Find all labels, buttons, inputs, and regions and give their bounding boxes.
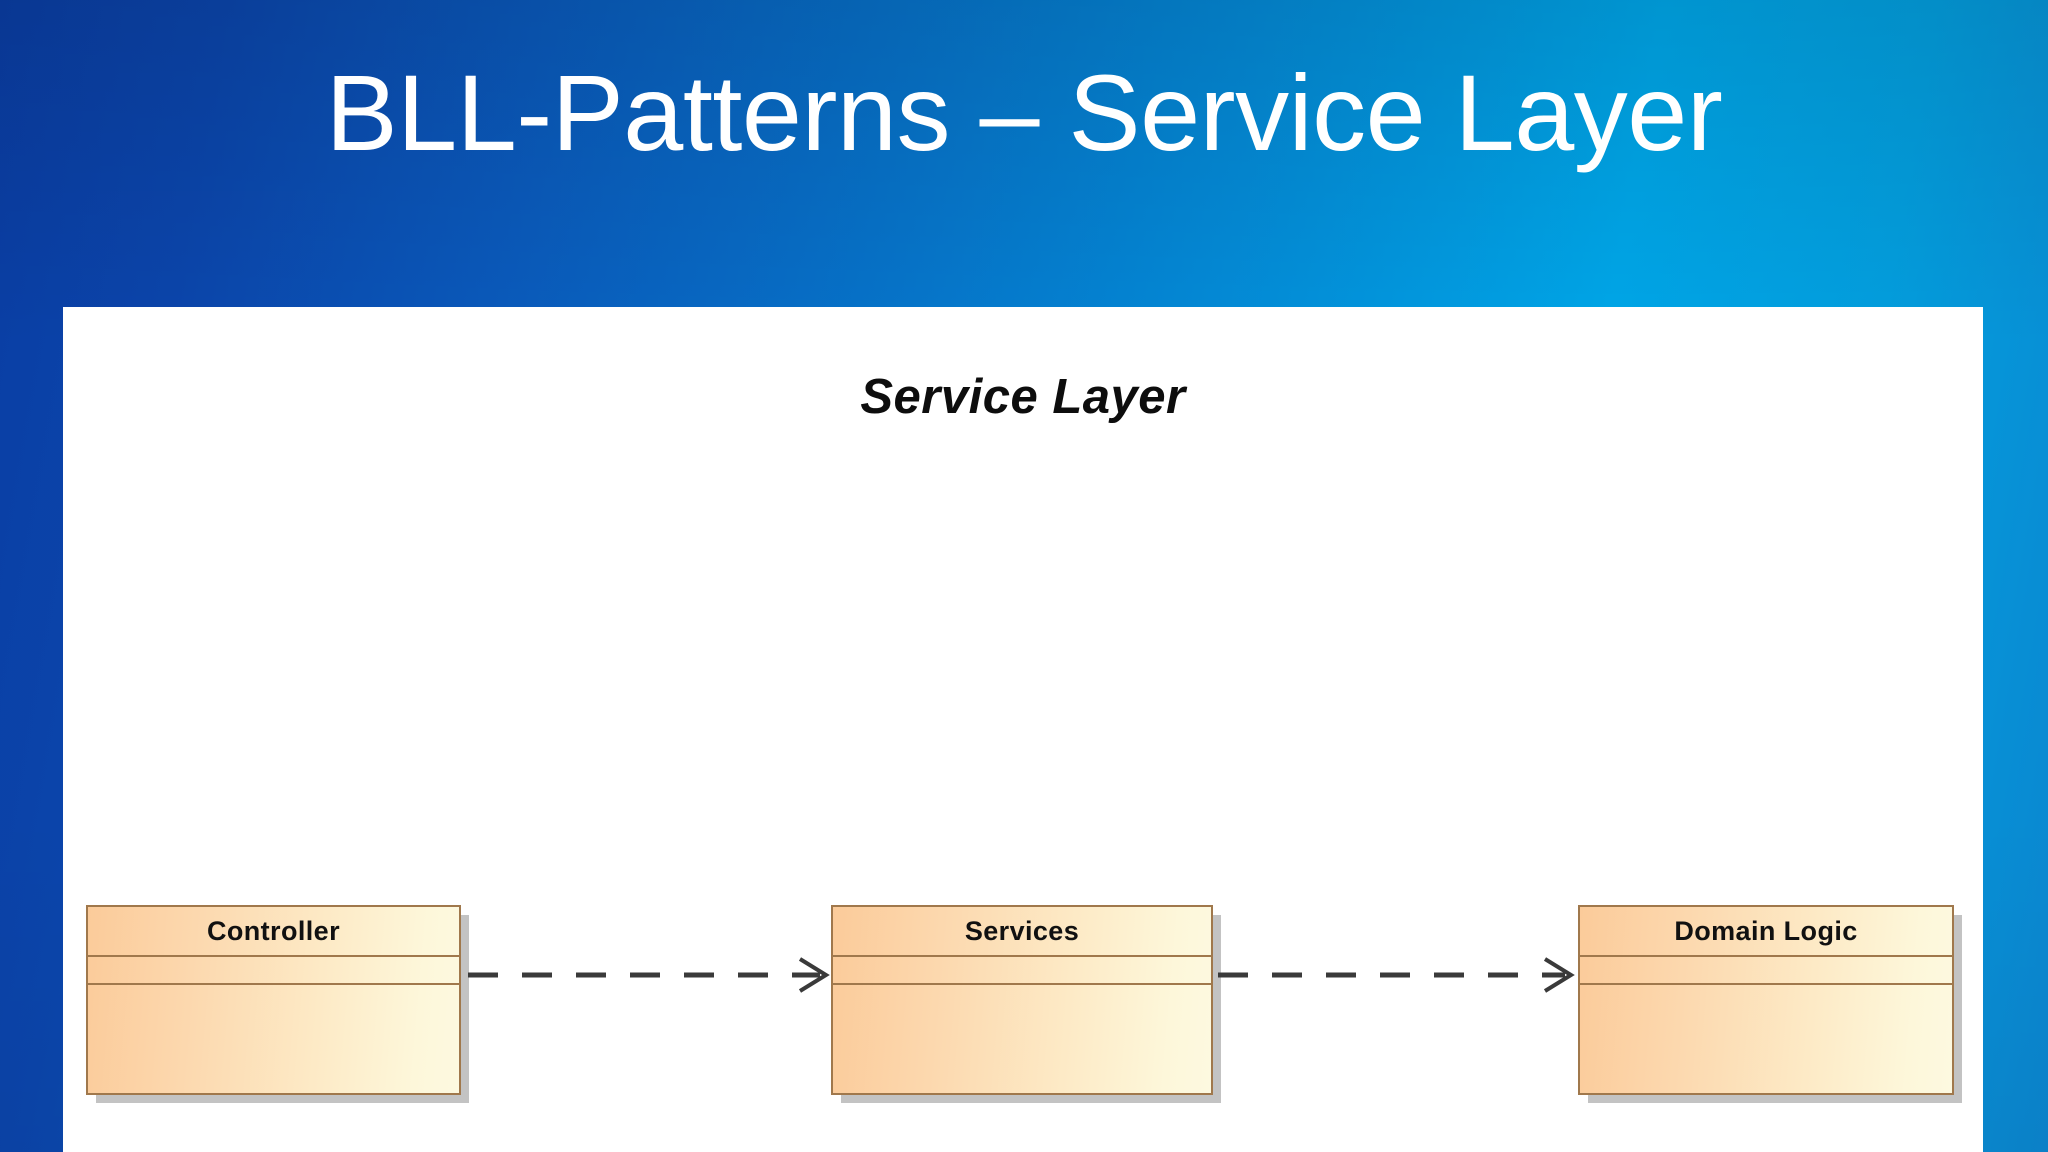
uml-class-controller[interactable]: Controller — [86, 905, 461, 1095]
content-panel: Service Layer Controller Services Domain… — [63, 307, 1983, 1152]
dependency-arrow-services-to-domain-logic — [1218, 955, 1583, 995]
open-arrowhead-icon — [1543, 957, 1575, 993]
uml-class-name-domain-logic: Domain Logic — [1580, 907, 1952, 957]
diagram-caption: Service Layer — [860, 370, 1186, 424]
uml-operations-compartment-controller — [88, 985, 459, 1095]
uml-class-name-controller: Controller — [88, 907, 459, 957]
page-title: BLL-Patterns – Service Layer — [325, 52, 1723, 173]
uml-attributes-compartment-controller — [88, 957, 459, 985]
uml-operations-compartment-services — [833, 985, 1211, 1095]
uml-class-services[interactable]: Services — [831, 905, 1213, 1095]
dependency-arrow-controller-to-services — [468, 955, 838, 995]
uml-attributes-compartment-services — [833, 957, 1211, 985]
uml-class-name-services: Services — [833, 907, 1211, 957]
uml-class-domain-logic[interactable]: Domain Logic — [1578, 905, 1954, 1095]
open-arrowhead-icon — [798, 957, 830, 993]
uml-attributes-compartment-domain-logic — [1580, 957, 1952, 985]
uml-operations-compartment-domain-logic — [1580, 985, 1952, 1095]
